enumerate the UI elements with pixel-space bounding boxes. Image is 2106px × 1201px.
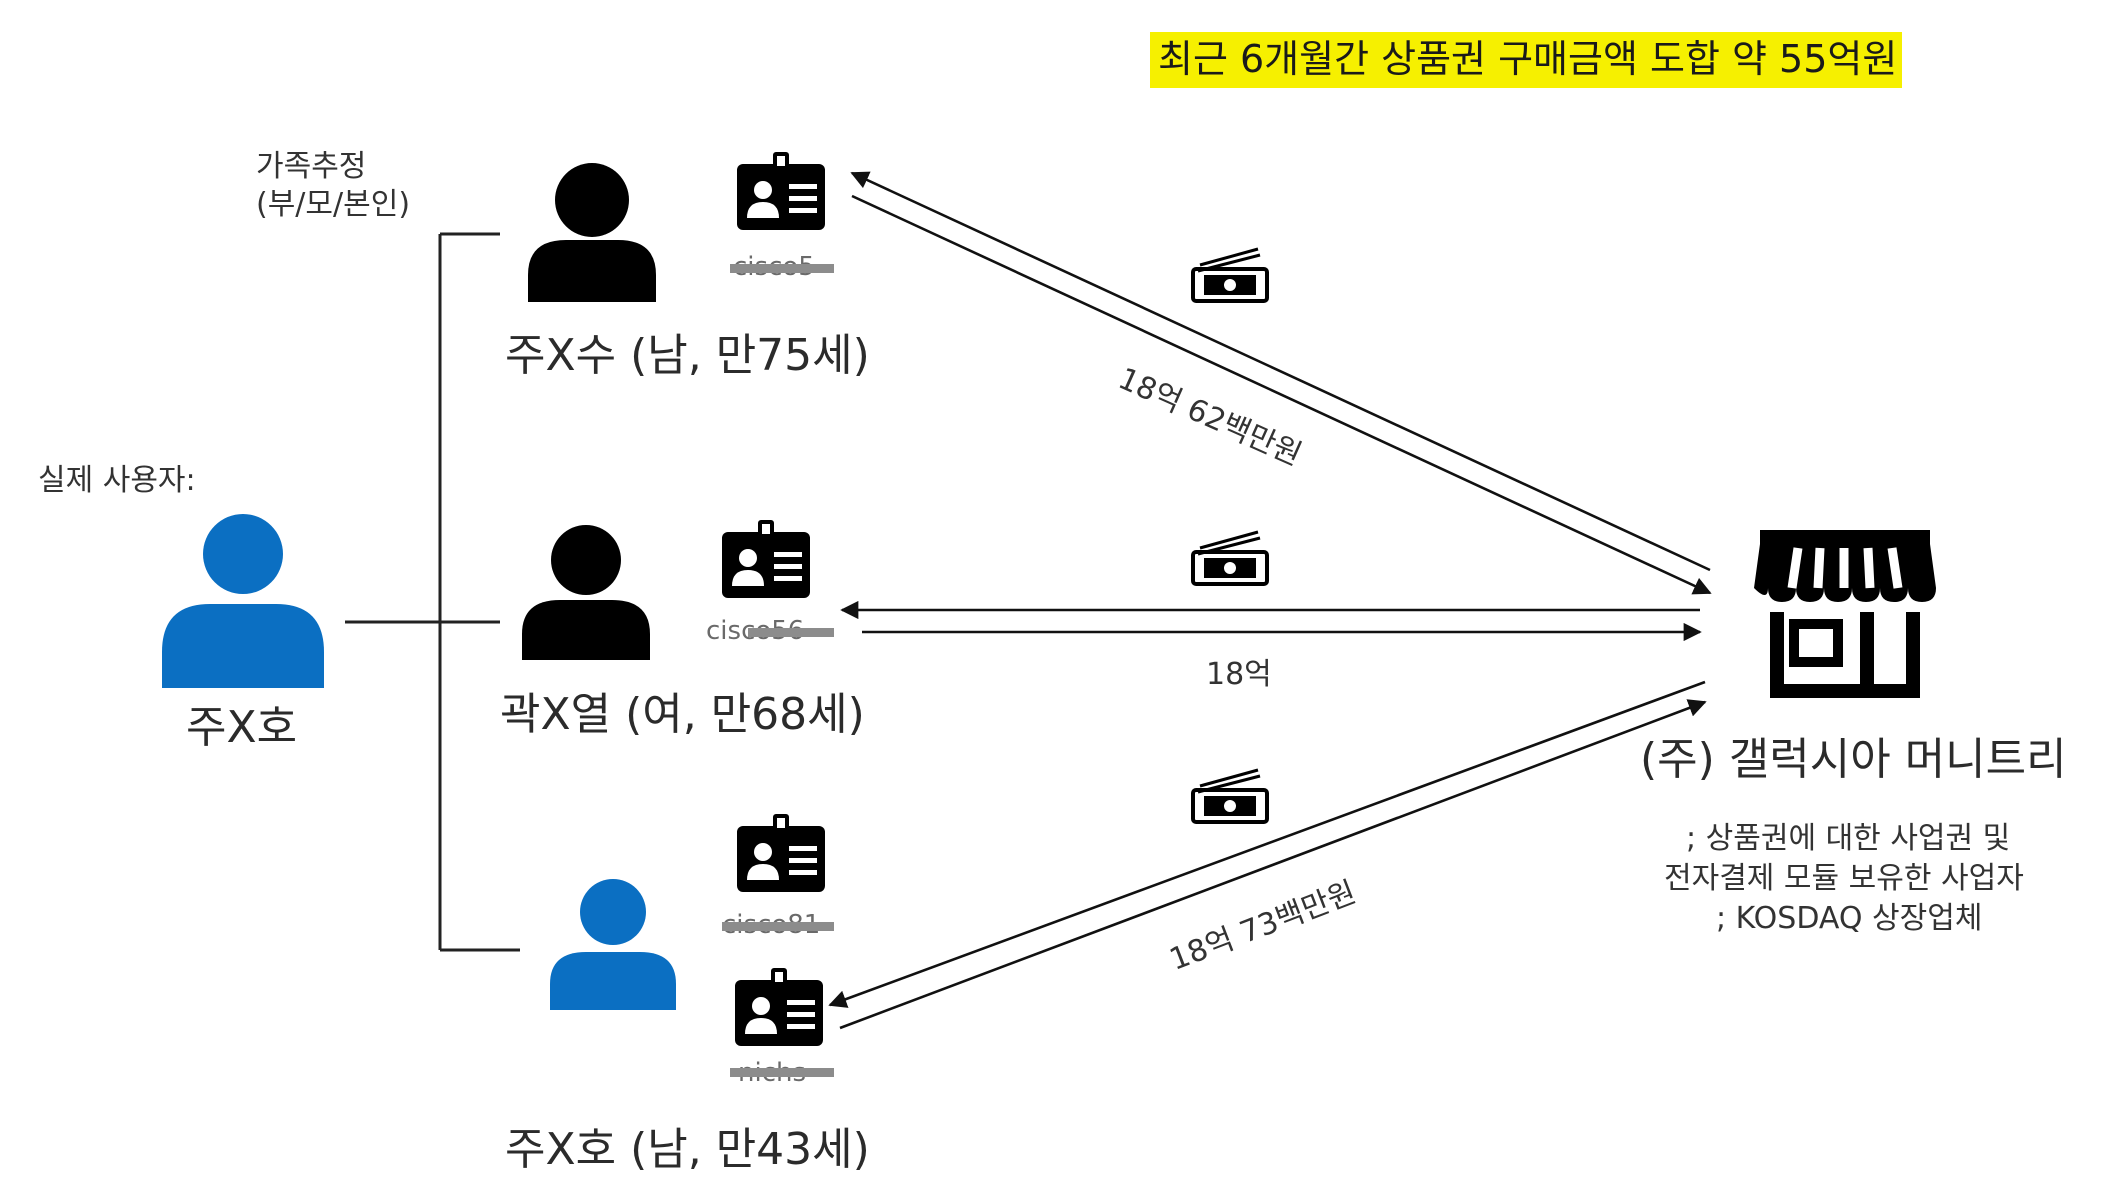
family-bracket xyxy=(345,232,520,952)
cash-stack-icon xyxy=(1191,247,1269,303)
merchant-name: (주) 갤럭시아 머니트리 xyxy=(1640,734,2067,785)
actual-user-name: 주X호 xyxy=(186,702,298,753)
arrow-merchant-to-account-1 xyxy=(850,171,1711,572)
cash-stack-icon xyxy=(1191,530,1269,586)
arrow-merchant-to-account-3 xyxy=(828,680,1706,1008)
id-card-icon xyxy=(737,814,825,892)
redaction-strike xyxy=(730,264,834,273)
account-3-name: 주X호 (남, 만43세) xyxy=(505,1124,870,1175)
merchant-desc-line2: 전자결제 모듈 보유한 사업자 xyxy=(1664,861,2024,896)
id-card-icon xyxy=(735,968,823,1046)
person-icon xyxy=(550,879,676,1010)
family-label-line1: 가족추정 xyxy=(256,149,367,184)
cash-stack-icon xyxy=(1191,768,1269,824)
arrow-account-1-to-merchant xyxy=(851,194,1712,595)
redaction-strike xyxy=(730,1068,834,1077)
account-1-name: 주X수 (남, 만75세) xyxy=(505,330,870,381)
store-icon xyxy=(1754,530,1936,698)
person-icon xyxy=(522,525,650,660)
id-card-icon xyxy=(722,520,810,598)
account-2-name: 곽X열 (여, 만68세) xyxy=(500,689,865,740)
person-icon xyxy=(528,163,656,302)
summary-banner: 최근 6개월간 상품권 구매금액 도합 약 55억원 xyxy=(1158,37,1898,81)
redaction-strike xyxy=(722,922,834,931)
id-card-icon xyxy=(737,152,825,230)
merchant-desc-line1: ; 상품권에 대한 사업권 및 xyxy=(1686,821,2011,856)
arrow-account-3-to-merchant xyxy=(839,699,1707,1030)
family-label-line2: (부/모/본인) xyxy=(256,187,411,222)
redaction-strike xyxy=(748,628,834,637)
amount-label-2: 18억 xyxy=(1206,657,1272,692)
actual-user-label: 실제 사용자: xyxy=(38,463,196,498)
summary-highlight xyxy=(1150,32,1902,88)
person-icon xyxy=(162,514,324,688)
merchant-desc-line3: ; KOSDAQ 상장업체 xyxy=(1716,901,1983,936)
